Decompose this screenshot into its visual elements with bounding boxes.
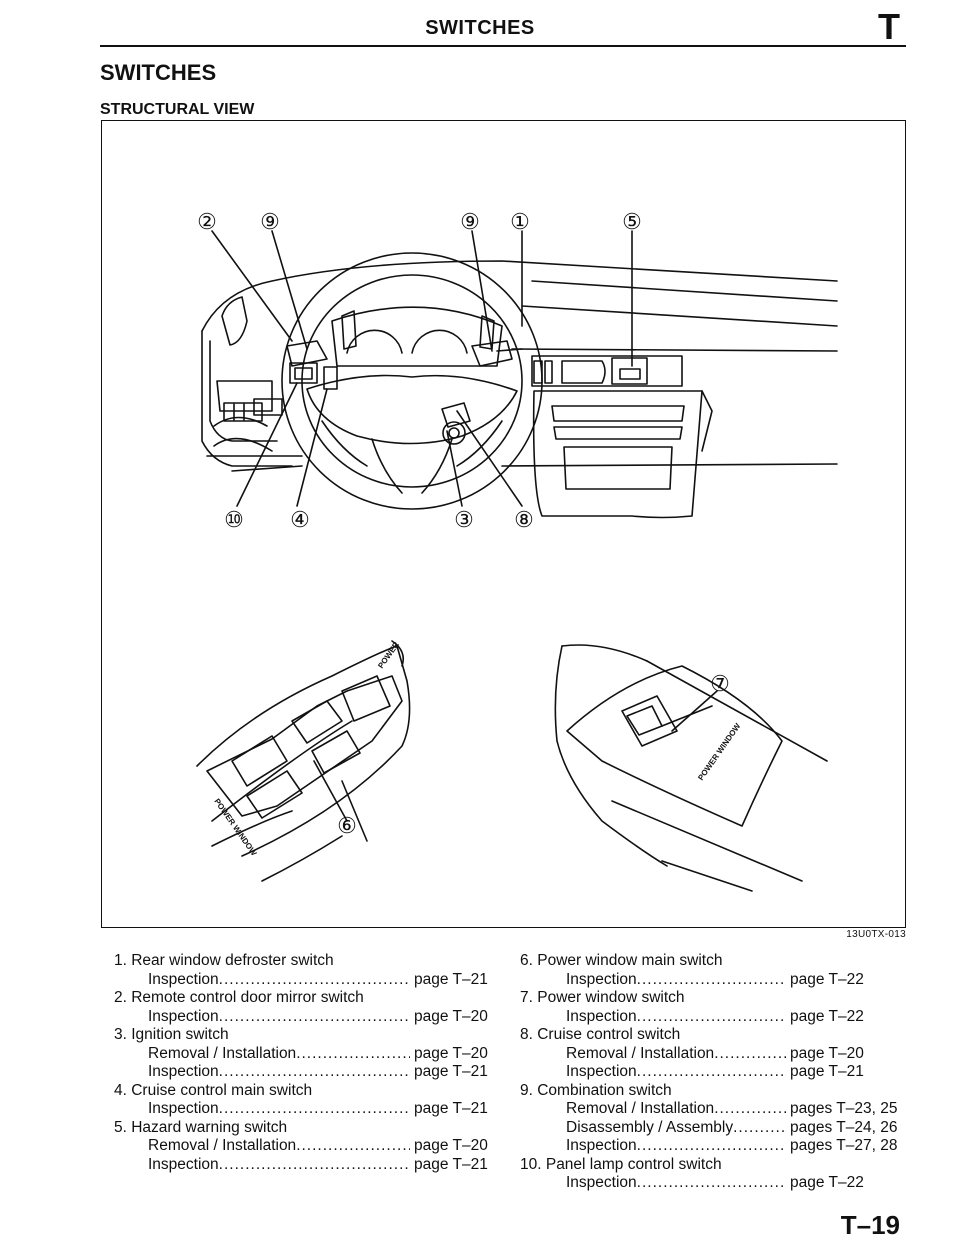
callout-5: ⑤ (622, 210, 642, 235)
callout-2: ② (197, 210, 217, 235)
page-reference: page T–21 (414, 970, 488, 988)
page-reference: page T–20 (414, 1044, 488, 1062)
callout-1: ① (510, 210, 530, 235)
callout-4: ④ (290, 508, 310, 533)
page-reference: page T–20 (414, 1007, 488, 1025)
legend-procedure-row: Inspection pages T–27, 28 (520, 1137, 910, 1156)
legend-right-column: 6. Power window main switchInspectionpag… (520, 952, 910, 1193)
dashboard-outline (201, 260, 838, 332)
legend-procedure-row: Disassembly / Assembly pages T–24, 26 (520, 1119, 910, 1138)
dot-leader (637, 1174, 786, 1193)
legend-procedure-row: Inspection page T–21 (114, 1063, 494, 1082)
dot-leader (733, 1119, 786, 1138)
procedure-label: Inspection (148, 1063, 219, 1080)
structural-view-figure: ② ⑨ ⑨ ① ⑤ ⑩ ④ ③ ⑧ ⑥ ⑦ POWER POWER WINDOW… (101, 120, 906, 928)
procedure-label: Inspection (566, 970, 637, 988)
dot-leader (219, 1063, 410, 1082)
procedure-label: Inspection (566, 1007, 637, 1025)
page-number: T–19 (840, 1210, 900, 1240)
dot-leader (219, 971, 410, 990)
callout-9a: ⑨ (260, 210, 280, 235)
legend-procedure-row: Inspection page T–21 (114, 971, 494, 990)
legend-procedure-row: Removal / Installation page T–20 (114, 1137, 494, 1156)
callout-3: ③ (454, 508, 474, 533)
page-reference: page T–21 (414, 1155, 488, 1173)
procedure-label: Inspection (148, 1155, 219, 1173)
procedure-label: Inspection (148, 970, 219, 988)
procedure-label: Removal / Installation (148, 1044, 297, 1062)
legend-item-title: 4. Cruise control main switch (114, 1081, 313, 1099)
header-rule (100, 45, 906, 47)
page-header-title: SWITCHES (425, 17, 535, 39)
dot-leader (637, 1008, 786, 1027)
legend-procedure-row: Removal / Installation pages T–23, 25 (520, 1100, 910, 1119)
dashboard-illustration: ② ⑨ ⑨ ① ⑤ ⑩ ④ ③ ⑧ ⑥ ⑦ POWER POWER WINDOW… (196, 210, 838, 892)
page-reference: page T–22 (790, 1007, 864, 1025)
steering-wheel (281, 252, 543, 510)
page-reference: page T–21 (414, 1100, 488, 1117)
legend-item-title: 10. Panel lamp control switch (520, 1155, 722, 1173)
procedure-label: Inspection (566, 1174, 637, 1191)
legend-item-title: 7. Power window switch (520, 989, 685, 1006)
figure-code: 13U0TX-013 (846, 929, 906, 940)
page-reference: page T–22 (790, 1174, 864, 1191)
dot-leader (219, 1100, 410, 1119)
dot-leader (219, 1156, 410, 1175)
dot-leader (714, 1100, 786, 1119)
dot-leader (714, 1045, 786, 1064)
legend-item-title: 9. Combination switch (520, 1081, 672, 1099)
hazard-switch-shape (611, 357, 648, 385)
page-reference: page T–21 (790, 1063, 864, 1080)
driver-door-panel (196, 645, 411, 857)
legend-item-title: 2. Remote control door mirror switch (114, 989, 364, 1006)
legend-procedure-row: Removal / Installation page T–20 (114, 1045, 494, 1064)
dot-leader (296, 1137, 410, 1156)
legend-item-title: 5. Hazard warning switch (114, 1118, 288, 1136)
procedure-label: Inspection (148, 1100, 219, 1117)
page-reference: page T–20 (790, 1044, 864, 1062)
legend-procedure-row: Inspection page T–21 (114, 1156, 494, 1175)
page-reference: page T–21 (414, 1063, 488, 1080)
callout-10: ⑩ (224, 508, 244, 533)
procedure-label: Removal / Installation (148, 1137, 297, 1154)
legend-item-title: 8. Cruise control switch (520, 1026, 681, 1043)
panel-label-power: POWER (376, 640, 401, 670)
passenger-door-panel (554, 645, 668, 867)
legend-procedure-row: Inspection page T–22 (520, 1008, 910, 1027)
callout-8: ⑧ (514, 508, 534, 533)
legend-procedure-row: Inspection page T–22 (520, 971, 910, 990)
legend-item-title: 1. Rear window defroster switch (114, 952, 334, 969)
callout-6: ⑥ (337, 814, 357, 839)
procedure-label: Removal / Installation (566, 1044, 715, 1062)
legend-procedure-row: Inspection page T–20 (114, 1008, 494, 1027)
legend-item-title: 3. Ignition switch (114, 1026, 229, 1043)
dot-leader (296, 1045, 410, 1064)
callout-7: ⑦ (710, 672, 730, 697)
subsection-title: STRUCTURAL VIEW (100, 101, 255, 118)
dot-leader (637, 1137, 786, 1156)
page-header-letter: T (878, 6, 900, 47)
page-reference: page T–20 (414, 1137, 488, 1154)
dot-leader (637, 1063, 786, 1082)
legend-procedure-row: Inspection page T–22 (520, 1174, 910, 1193)
procedure-label: Inspection (566, 1063, 637, 1080)
procedure-label: Removal / Installation (566, 1100, 715, 1117)
page-reference: page T–22 (790, 970, 864, 988)
dot-leader (219, 1008, 410, 1027)
legend-procedure-row: Inspection page T–21 (114, 1100, 494, 1119)
section-title: SWITCHES (100, 60, 217, 85)
procedure-label: Inspection (566, 1137, 637, 1154)
page-reference: pages T–23, 25 (790, 1100, 898, 1117)
legend-procedure-row: Removal / Installation page T–20 (520, 1045, 910, 1064)
callout-9b: ⑨ (460, 210, 480, 235)
page-reference: pages T–24, 26 (790, 1118, 898, 1136)
legend-item-title: 6. Power window main switch (520, 952, 723, 969)
dot-leader (637, 971, 786, 990)
legend-procedure-row: Inspection page T–21 (520, 1063, 910, 1082)
page-reference: pages T–27, 28 (790, 1137, 898, 1154)
panel-label-power-window-right: POWER WINDOW (696, 721, 742, 782)
procedure-label: Inspection (148, 1007, 219, 1025)
procedure-label: Disassembly / Assembly (566, 1118, 734, 1136)
